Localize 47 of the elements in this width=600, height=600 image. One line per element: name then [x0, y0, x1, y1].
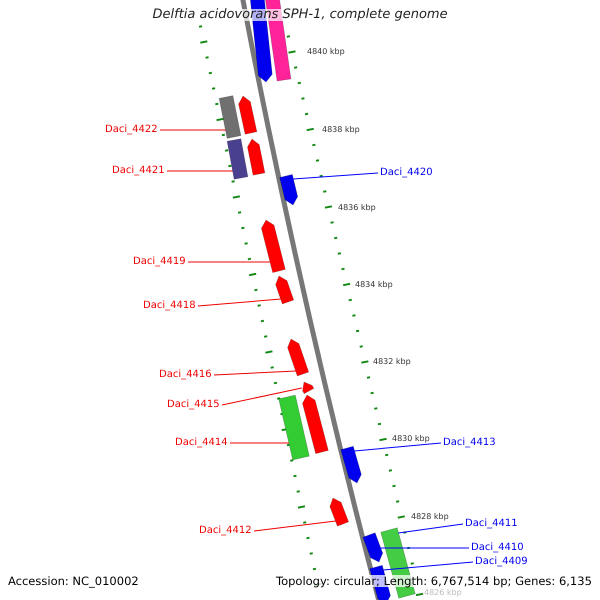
footer-text: Accession: NC_010002 — [8, 575, 139, 587]
gene-label: Daci_4421 — [112, 165, 165, 177]
gene-label: Daci_4411 — [465, 518, 518, 530]
gene-label: Daci_4422 — [105, 124, 158, 136]
gene-feature — [275, 276, 294, 304]
gene-feature — [238, 95, 258, 135]
gene-feature — [247, 138, 266, 176]
gene-feature — [302, 382, 314, 394]
gene-label: Daci_4420 — [380, 167, 433, 179]
gene-label: Daci_4409 — [475, 556, 528, 568]
leader-line — [354, 442, 442, 452]
gene-feature — [261, 220, 286, 274]
leader-line — [214, 370, 296, 376]
leader-line — [166, 170, 234, 172]
gene-label: Daci_4413 — [443, 437, 496, 449]
gene-label: Daci_4414 — [175, 437, 228, 449]
gene-label: Daci_4418 — [143, 300, 196, 312]
gene-label: Daci_4415 — [167, 399, 220, 411]
gene-label: Daci_4419 — [133, 256, 186, 268]
scale-label: 4832 kbp — [373, 357, 411, 367]
gene-label: Daci_4412 — [199, 525, 252, 537]
gene-feature — [226, 138, 248, 180]
gene-feature — [362, 532, 384, 562]
gene-feature — [330, 498, 350, 527]
gene-feature — [218, 95, 242, 139]
gene-feature — [279, 174, 298, 206]
scale-label: 4830 kbp — [392, 434, 430, 444]
scale-label: 4834 kbp — [355, 280, 393, 290]
scale-label: 4826 kbp — [424, 588, 462, 598]
gene-feature — [340, 446, 362, 484]
leader-line — [398, 524, 464, 534]
gene-feature — [278, 394, 310, 460]
scale-label: 4838 kbp — [322, 125, 360, 135]
footer-text: Topology: circular; Length: 6,767,514 bp; Genes: 6,135 — [276, 575, 592, 587]
leader-line — [292, 172, 378, 180]
gene-label: Daci_4416 — [159, 369, 212, 381]
scale-label: 4828 kbp — [411, 512, 449, 522]
leader-line — [230, 442, 290, 444]
gene-label: Daci_4410 — [471, 542, 524, 554]
scale-label: 4840 kbp — [307, 47, 345, 57]
scale-label: 4836 kbp — [338, 203, 376, 213]
gene-feature — [287, 338, 310, 376]
gene-feature — [302, 394, 329, 454]
leader-line — [382, 562, 474, 570]
leader-line — [198, 298, 282, 306]
leader-line — [222, 388, 302, 406]
leader-line — [254, 520, 336, 532]
